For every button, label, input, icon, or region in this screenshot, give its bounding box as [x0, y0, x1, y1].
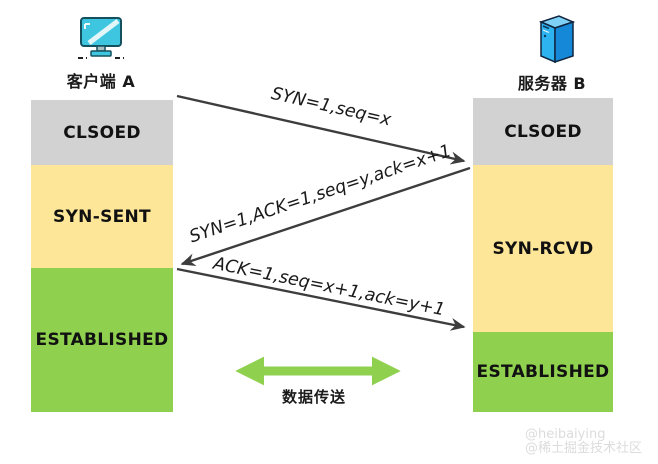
arrow-syn — [176, 94, 466, 165]
server-state-closed: CLSOED — [473, 98, 613, 165]
label-syn-ack: SYN=1,ACK=1,seq=y,ack=x+1 — [187, 141, 454, 247]
client-label: 客户端 A — [66, 72, 136, 91]
watermark: @heibaiying @稀土掘金技术社区 — [525, 428, 642, 456]
server-state-syn-rcvd: SYN-RCVD — [473, 165, 613, 332]
monitor-icon — [77, 16, 125, 66]
client-state-established: ESTABLISHED — [31, 268, 173, 412]
server-icon — [529, 14, 576, 68]
client-state-syn-sent: SYN-SENT — [31, 165, 173, 268]
server-endpoint: 服务器 B — [492, 14, 612, 94]
data-transfer-label: 数据传送 — [281, 388, 346, 406]
watermark-line2: @稀土掘金技术社区 — [524, 441, 642, 456]
arrow-ack — [176, 267, 466, 331]
arrow-syn-ack — [180, 166, 471, 267]
server-label: 服务器 B — [517, 74, 587, 93]
label-ack: ACK=1,seq=x+1,ack=y+1 — [211, 254, 447, 321]
server-state-column: CLSOED SYN-RCVD ESTABLISHED — [473, 98, 613, 412]
watermark-line1: @heibaiying — [524, 427, 606, 442]
client-state-closed: CLSOED — [31, 100, 173, 165]
label-syn: SYN=1,seq=x — [269, 84, 393, 131]
server-state-established: ESTABLISHED — [473, 332, 613, 412]
client-endpoint: 客户端 A — [40, 16, 162, 92]
client-state-column: CLSOED SYN-SENT ESTABLISHED — [31, 100, 173, 412]
